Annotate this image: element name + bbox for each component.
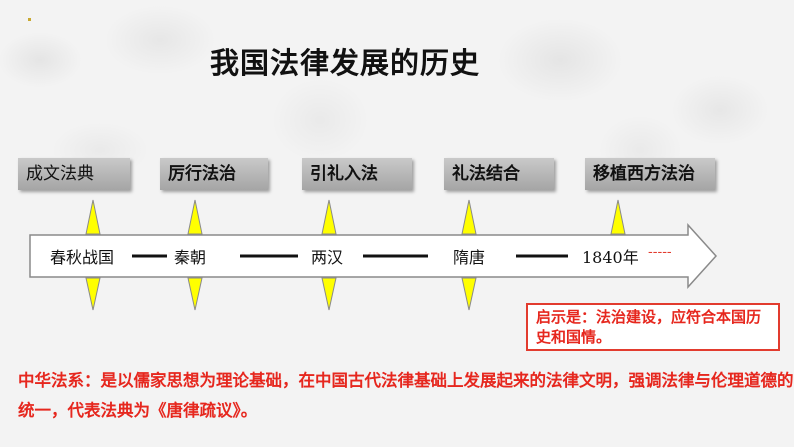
marker-arrow: [187, 199, 203, 311]
era-label-rule-of-law: 厉行法治: [160, 158, 268, 190]
marker-arrow: [321, 199, 337, 311]
period-sui-tang: 隋唐: [453, 244, 486, 268]
period-han: 两汉: [311, 244, 344, 268]
insight-box: 启示是：法治建设，应符合本国历史和国情。: [526, 303, 780, 351]
period-1840: 1840年: [582, 244, 639, 268]
page-title: 我国法律发展的历史: [210, 46, 481, 80]
marker-arrow: [461, 199, 477, 311]
timeline-tail-dash: -----: [648, 244, 672, 260]
corner-accent: [28, 18, 31, 21]
period-spring-autumn: 春秋战国: [50, 244, 115, 268]
marker-arrow: [85, 199, 101, 311]
era-label-rites-law-combined: 礼法结合: [444, 158, 554, 190]
era-label-western-rule-of-law: 移植西方法治: [585, 158, 715, 190]
era-label-written-code: 成文法典: [18, 158, 130, 190]
marker-arrow: [610, 199, 626, 235]
era-label-rites-into-law: 引礼入法: [302, 158, 412, 190]
summary-text: 中华法系：是以儒家思想为理论基础，在中国古代法律基础上发展起来的法律文明，强调法…: [18, 371, 794, 420]
period-qin: 秦朝: [174, 244, 207, 268]
